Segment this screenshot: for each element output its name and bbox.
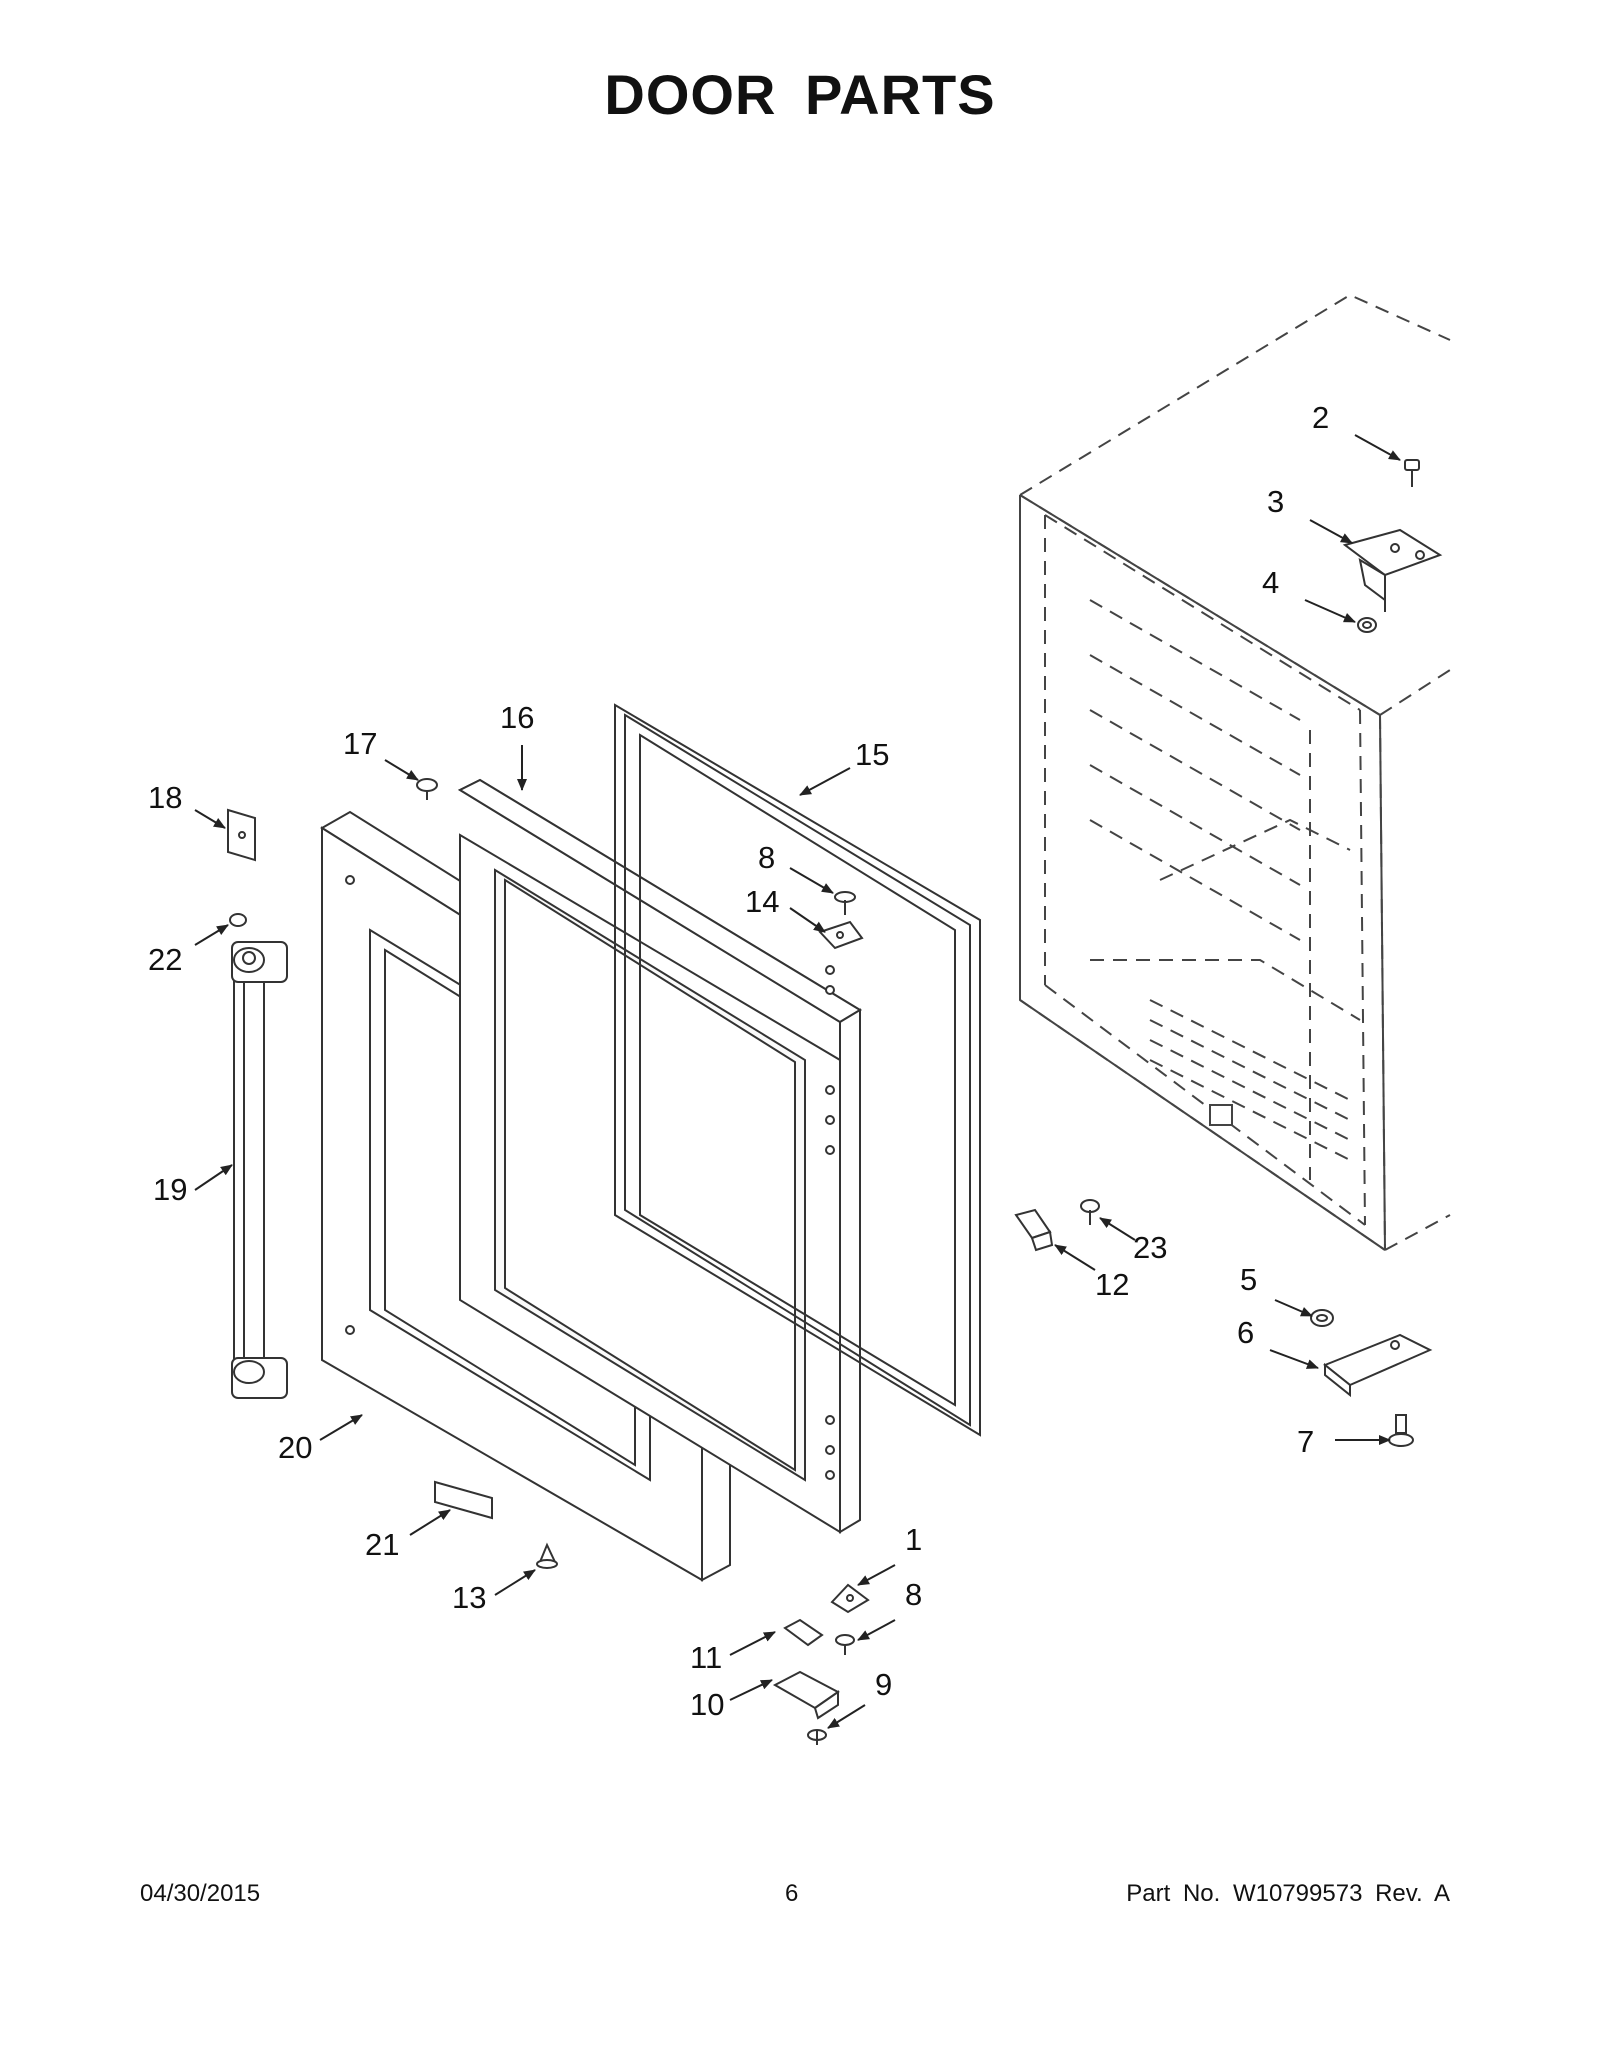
callout-label-20: 20	[278, 1430, 312, 1465]
callout-label-7: 7	[1297, 1424, 1314, 1459]
callout-arrow-2	[1354, 434, 1401, 461]
callout-label-5: 5	[1240, 1262, 1257, 1297]
callout-label-3: 3	[1267, 484, 1284, 519]
callout-arrow-5	[1274, 1299, 1313, 1317]
callout-arrow-14	[789, 907, 826, 933]
cabinet-front-frame	[1019, 494, 1386, 1251]
footer-date: 04/30/2015	[140, 1880, 261, 1907]
callout-label-6: 6	[1237, 1315, 1254, 1350]
page-title: DOOR PARTS	[604, 63, 996, 126]
callout-label-4: 4	[1262, 565, 1279, 600]
footer-page-number: 6	[785, 1880, 799, 1907]
callout-label-10: 10	[690, 1687, 724, 1722]
callout-arrow-6	[1269, 1349, 1319, 1369]
callout-labels: 2 3 4 15 16 17 18 22 8 14 19 20 21 13 1 …	[148, 400, 1329, 1722]
callout-arrow-22	[194, 924, 229, 946]
footer-part-number: Part No. W10799573 Rev. A	[1126, 1880, 1450, 1907]
cabinet-outline	[1019, 293, 1451, 1251]
callout-label-17: 17	[343, 726, 377, 761]
callout-arrow-11	[729, 1631, 776, 1656]
callout-arrow-9	[827, 1704, 866, 1729]
callout-arrow-1	[857, 1564, 896, 1586]
callout-label-19: 19	[153, 1172, 187, 1207]
callout-arrow-3	[1309, 519, 1353, 544]
callout-arrow-10	[729, 1679, 773, 1701]
door-gasket	[614, 703, 981, 1437]
callout-label-2: 2	[1312, 400, 1329, 435]
inner-door-frame	[457, 778, 862, 1534]
callout-arrow-13	[494, 1569, 536, 1596]
callout-arrow-12	[1054, 1244, 1096, 1271]
callout-label-8a: 8	[758, 840, 775, 875]
callout-arrow-4	[1304, 599, 1356, 623]
callout-label-11: 11	[690, 1640, 722, 1675]
callout-arrow-8b	[857, 1619, 896, 1641]
callout-arrow-21	[409, 1509, 451, 1536]
callout-arrow-15	[799, 767, 851, 796]
callout-arrow-8a	[789, 867, 834, 894]
callout-arrow-20	[319, 1414, 363, 1441]
callout-label-22: 22	[148, 942, 182, 977]
callout-label-13: 13	[452, 1580, 486, 1615]
callout-label-21: 21	[365, 1527, 399, 1562]
callout-arrow-19	[194, 1164, 233, 1191]
callout-arrow-18	[194, 809, 226, 829]
callout-label-15: 15	[855, 737, 889, 772]
callouts	[194, 434, 1401, 1729]
callout-arrow-23	[1099, 1217, 1136, 1241]
callout-label-8b: 8	[905, 1577, 922, 1612]
callout-label-1: 1	[905, 1522, 922, 1557]
callout-label-9: 9	[875, 1667, 892, 1702]
door-handle	[231, 941, 288, 1399]
callout-label-23: 23	[1133, 1230, 1167, 1265]
callout-label-18: 18	[148, 780, 182, 815]
callout-label-14: 14	[745, 884, 779, 919]
callout-arrow-17	[384, 759, 419, 781]
small-parts	[227, 459, 1443, 1745]
callout-label-12: 12	[1095, 1267, 1129, 1302]
callout-label-16: 16	[500, 700, 534, 735]
